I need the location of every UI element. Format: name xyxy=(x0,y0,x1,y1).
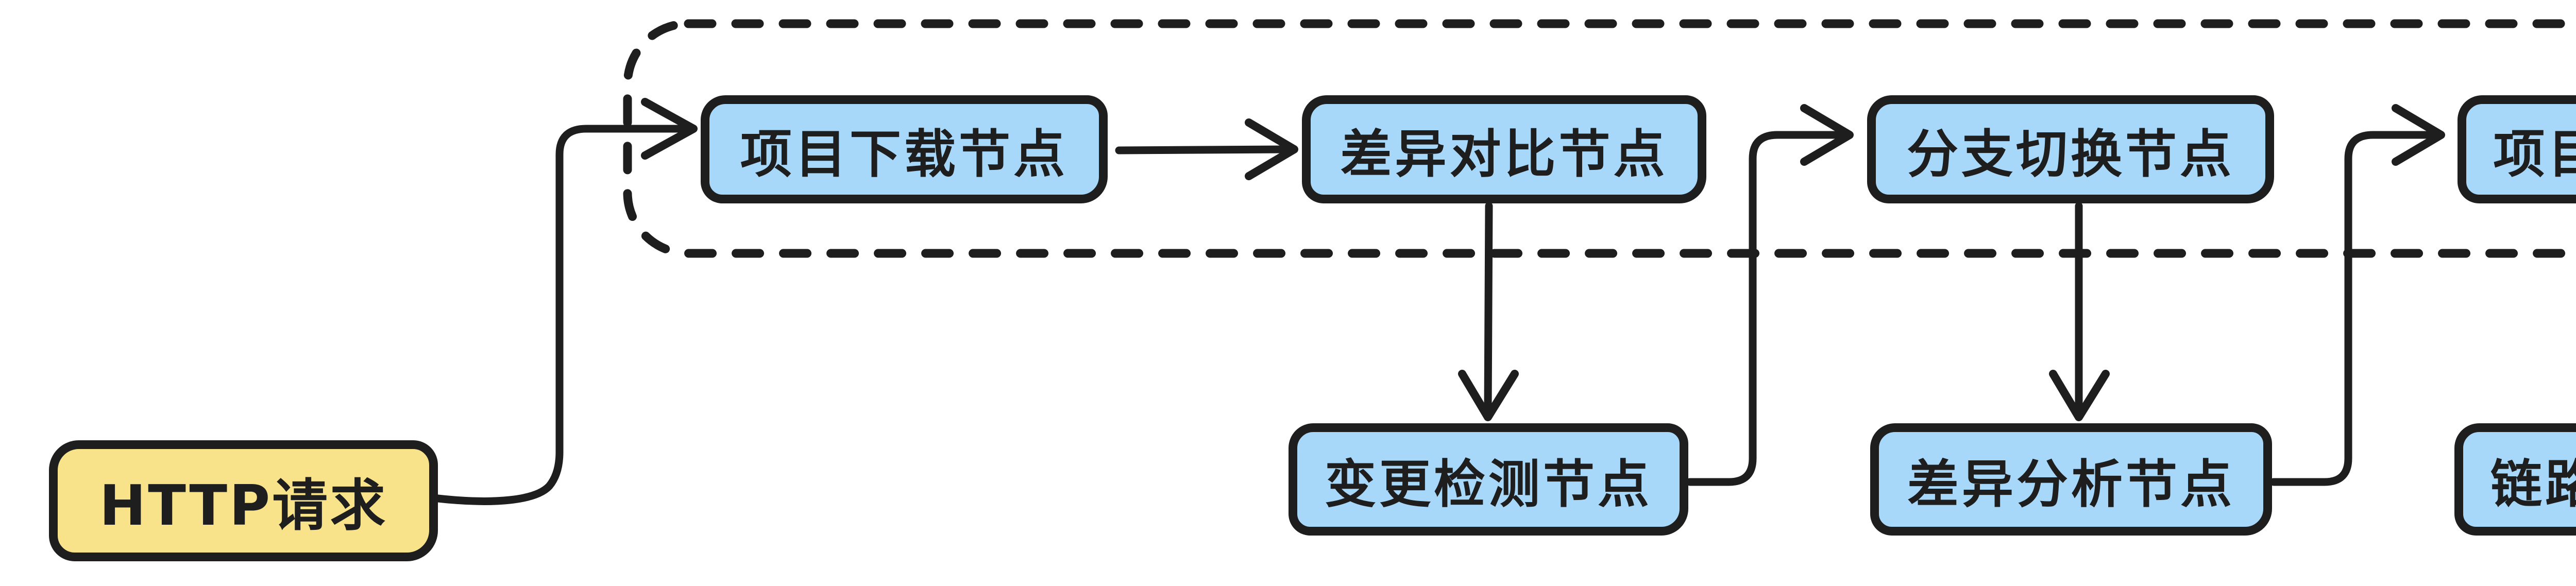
node-link-analysis: 链路分析节点 xyxy=(2454,423,2576,536)
node-change-detect: 变更检测节点 xyxy=(1289,423,1688,536)
node-project-compile: 项目编译节点 xyxy=(2458,95,2576,203)
node-http-request: HTTP请求 xyxy=(49,440,438,561)
node-diff-compare: 差异对比节点 xyxy=(1302,95,1706,203)
edge-diff-compare-to-change-detect xyxy=(1458,202,1519,421)
edge-project-download-to-diff-compare xyxy=(1115,118,1298,180)
dashed-group-frame xyxy=(623,19,2576,258)
edge-branch-switch-to-diff-analysis xyxy=(2049,202,2110,421)
node-branch-switch: 分支切换节点 xyxy=(1867,95,2274,203)
node-project-download: 项目下载节点 xyxy=(701,95,1108,203)
edge-http-request-to-project-download xyxy=(434,98,698,505)
edge-change-detect-to-branch-switch xyxy=(1686,104,1854,486)
edge-diff-analysis-to-project-compile xyxy=(2269,104,2445,486)
node-diff-analysis: 差异分析节点 xyxy=(1870,423,2272,536)
